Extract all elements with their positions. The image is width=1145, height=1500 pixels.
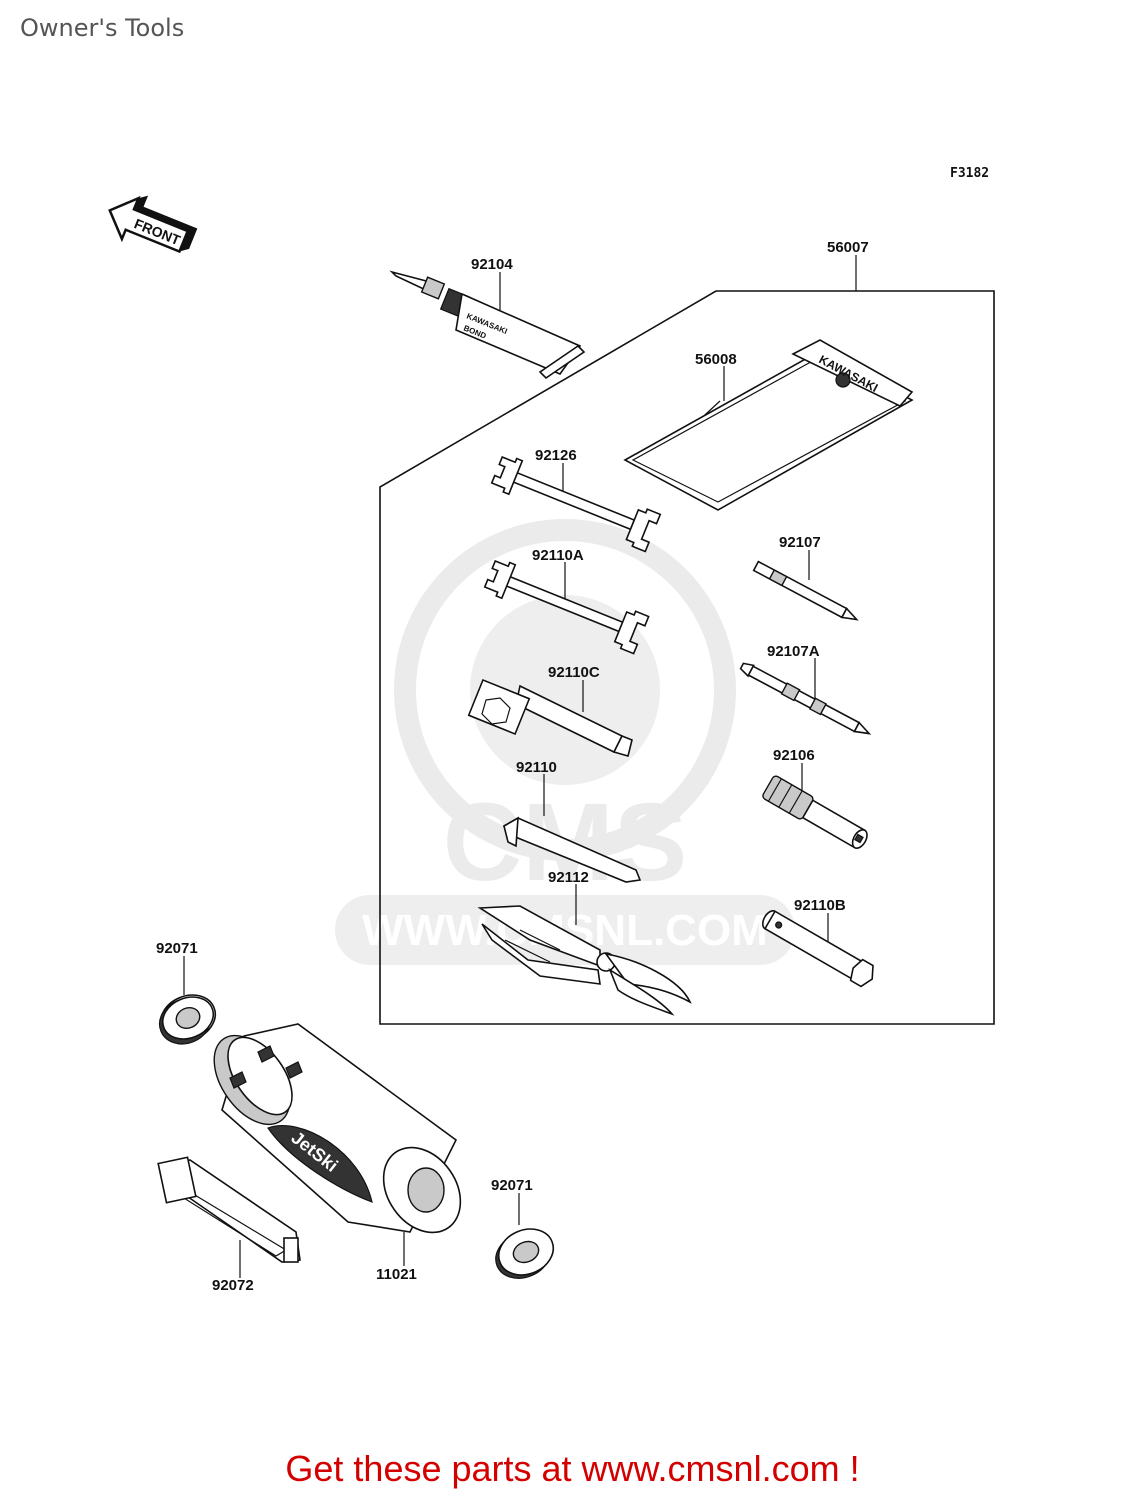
part-label-92071-right: 92071	[491, 1177, 533, 1194]
tube-cap-icon	[420, 276, 446, 300]
part-label-92104: 92104	[471, 256, 513, 273]
tool-case-cylinder: JetSki	[213, 1023, 462, 1234]
screwdriver-handle-92106	[762, 775, 868, 849]
part-label-92072: 92072	[212, 1277, 254, 1294]
bag-snap-icon	[835, 372, 851, 388]
wrench-92126	[490, 455, 662, 553]
part-label-92110: 92110	[516, 759, 557, 776]
page-title: Owner's Tools	[20, 14, 185, 42]
part-label-92110B: 92110B	[794, 897, 846, 914]
ring-92071-right	[495, 1228, 555, 1279]
hex-socket-icon	[481, 697, 511, 725]
part-label-92107: 92107	[779, 534, 821, 551]
bond-tube: KAWASAKI BOND	[389, 270, 586, 380]
tool-kit-outline	[379, 290, 995, 1025]
screwdriver-92107A	[739, 662, 872, 735]
wrench-92110A	[483, 559, 650, 655]
footer-link-text[interactable]: Get these parts at www.cmsnl.com !	[285, 1448, 860, 1489]
pliers-92112	[477, 905, 692, 1016]
hex-key-92110	[502, 816, 642, 883]
part-label-92126: 92126	[535, 447, 577, 464]
part-label-92112: 92112	[548, 869, 589, 886]
part-label-92106: 92106	[773, 747, 815, 764]
tool-bag: KAWASAKI	[623, 339, 914, 511]
handle-socket-icon	[854, 833, 864, 844]
part-label-92110C: 92110C	[548, 664, 600, 681]
ring-92071-left	[158, 994, 217, 1045]
part-label-92107A: 92107A	[767, 643, 820, 660]
strap-92072	[157, 1156, 301, 1263]
part-label-92071-left: 92071	[156, 940, 198, 957]
front-arrow-icon: FRONT	[108, 195, 198, 254]
part-label-11021: 11021	[376, 1266, 417, 1283]
box-wrench-92110C	[467, 678, 633, 757]
tommy-bar-92110B	[761, 910, 874, 988]
part-label-56008: 56008	[695, 351, 737, 368]
screwdriver-92107	[752, 560, 859, 621]
part-label-92110A: 92110A	[532, 547, 584, 564]
tommy-bar-hex-icon	[849, 958, 874, 988]
part-label-56007: 56007	[827, 239, 869, 256]
leader-lines	[183, 255, 857, 1278]
figure-code: F3182	[950, 166, 990, 181]
